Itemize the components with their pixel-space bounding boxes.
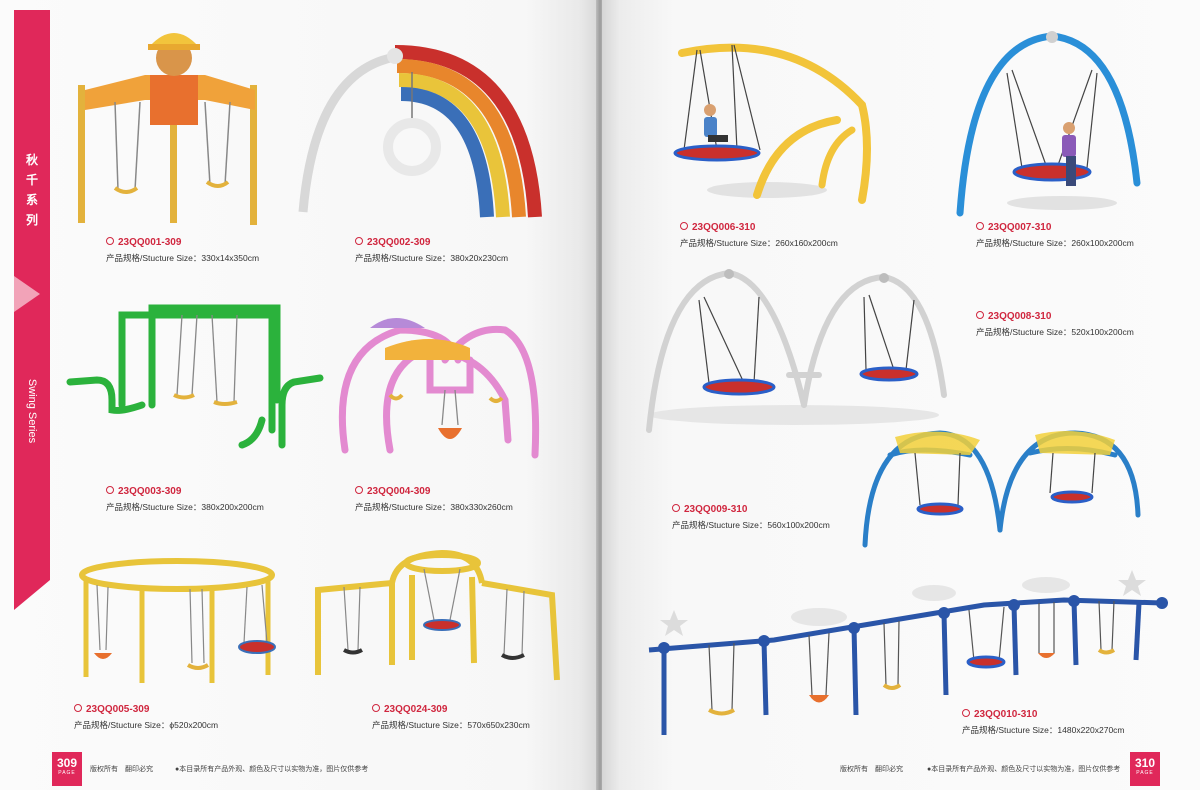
footer-copyright: 版权所有 翻印必究 bbox=[840, 766, 903, 773]
footer-note: ●本目录所有产品外观、颜色及尺寸以实物为准，图片仅供参考 bbox=[175, 766, 369, 773]
product-spec: 产品规格/Stucture Size：260x100x200cm bbox=[976, 238, 1134, 248]
section-title-english: Swing Series bbox=[26, 378, 38, 444]
product-spec: 产品规格/Stucture Size：560x100x200cm bbox=[672, 520, 830, 530]
product-spec: 产品规格/Stucture Size：330x14x350cm bbox=[106, 253, 260, 263]
product-code: 23QQ024-309 bbox=[372, 704, 447, 715]
right-page: 23QQ006-310 产品规格/Stucture Size：260x160x2… bbox=[602, 0, 1200, 790]
product-image-23QQ001 bbox=[70, 20, 270, 230]
section-title-chinese: 秋 千 系 列 bbox=[25, 153, 38, 227]
product-code: 23QQ006-310 bbox=[680, 222, 755, 233]
product-code: 23QQ009-310 bbox=[672, 504, 747, 515]
product-code: 23QQ002-309 bbox=[355, 237, 430, 248]
product-image-23QQ005 bbox=[72, 555, 287, 685]
product-code: 23QQ003-309 bbox=[106, 486, 181, 497]
product-image-23QQ009 bbox=[860, 425, 1145, 550]
product-image-23QQ004 bbox=[330, 290, 545, 465]
product-image-23QQ003 bbox=[62, 300, 327, 465]
product-image-23QQ007 bbox=[952, 28, 1142, 218]
product-code: 23QQ007-310 bbox=[976, 222, 1051, 233]
product-code: 23QQ004-309 bbox=[355, 486, 430, 497]
sidebar-notch bbox=[14, 276, 40, 312]
product-spec: 产品规格/Stucture Size：570x650x230cm bbox=[372, 720, 530, 730]
sidebar-tail bbox=[14, 580, 50, 610]
product-code: 23QQ010-310 bbox=[962, 709, 1037, 720]
left-page: 秋 千 系 列 Swing Series 23QQ001-309 产品规格/ bbox=[0, 0, 598, 790]
product-spec: 产品规格/Stucture Size：380x20x230cm bbox=[355, 253, 509, 263]
product-image-23QQ006 bbox=[672, 35, 877, 210]
footer-note: ●本目录所有产品外观、颜色及尺寸以实物为准，图片仅供参考 bbox=[927, 766, 1121, 773]
page-number-left: 309 PAGE bbox=[52, 752, 82, 786]
page-number-right: 310 PAGE bbox=[1130, 752, 1160, 786]
product-spec: 产品规格/Stucture Size：1480x220x270cm bbox=[962, 725, 1125, 735]
product-code: 23QQ001-309 bbox=[106, 237, 181, 248]
product-image-23QQ010 bbox=[644, 565, 1169, 740]
book-spine bbox=[596, 0, 604, 790]
footer-copyright: 版权所有 翻印必究 bbox=[90, 766, 153, 773]
product-image-23QQ024 bbox=[312, 545, 567, 685]
product-code: 23QQ005-309 bbox=[74, 704, 149, 715]
product-spec: 产品规格/Stucture Size：380x200x200cm bbox=[106, 502, 264, 512]
product-code: 23QQ008-310 bbox=[976, 311, 1051, 322]
product-spec: 产品规格/Stucture Size：260x160x200cm bbox=[680, 238, 838, 248]
product-spec: 产品规格/Stucture Size：380x330x260cm bbox=[355, 502, 513, 512]
product-spec: 产品规格/Stucture Size：520x100x200cm bbox=[976, 327, 1134, 337]
section-sidebar: 秋 千 系 列 Swing Series bbox=[14, 10, 50, 610]
product-spec: 产品规格/Stucture Size：ϕ520x200cm bbox=[74, 720, 219, 730]
product-image-23QQ002 bbox=[295, 32, 555, 222]
product-image-23QQ008 bbox=[644, 265, 949, 435]
